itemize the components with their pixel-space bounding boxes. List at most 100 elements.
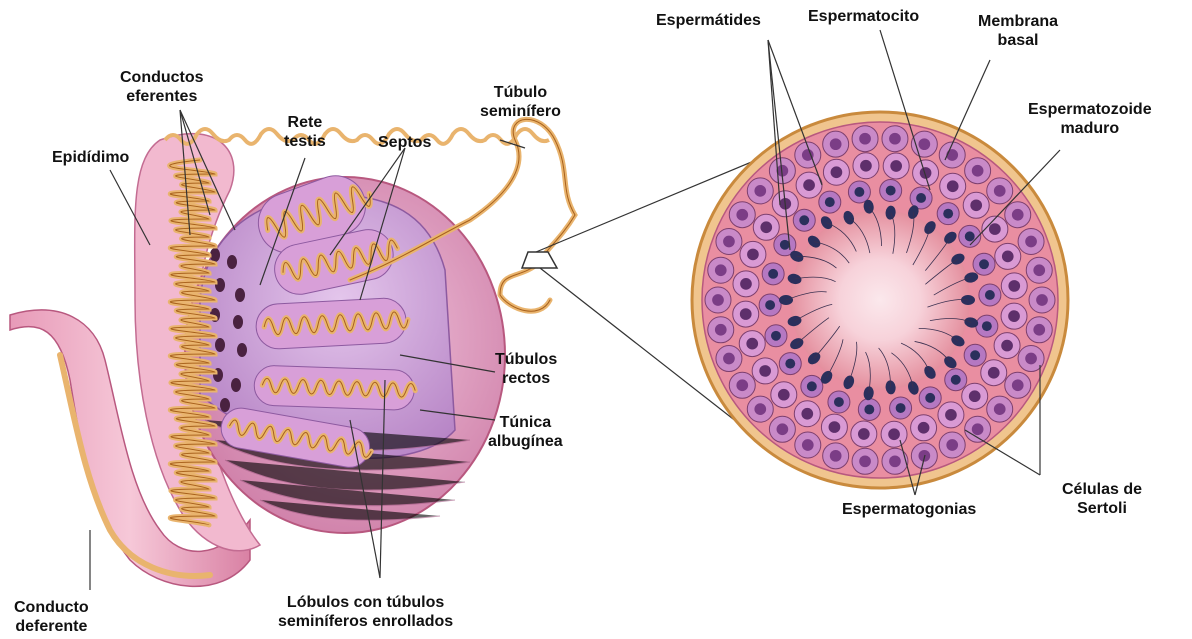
cell-nucleus: [831, 166, 843, 178]
cell-nucleus: [916, 193, 926, 203]
cell-nucleus: [723, 353, 735, 365]
rete-hole: [235, 288, 245, 302]
label-septos: Septos: [378, 133, 431, 152]
cell-nucleus: [859, 455, 871, 467]
cell-nucleus: [896, 403, 906, 413]
lobule: [254, 365, 416, 411]
cell-nucleus: [965, 231, 975, 241]
cell-nucleus: [1012, 209, 1024, 221]
cell-nucleus: [712, 294, 724, 306]
cell-nucleus: [829, 421, 841, 433]
cell-nucleus: [715, 324, 727, 336]
cell-nucleus: [778, 389, 790, 401]
cell-nucleus: [830, 450, 842, 462]
cell-nucleus: [947, 180, 959, 192]
cell-nucleus: [854, 187, 864, 197]
rete-hole: [231, 378, 241, 392]
cell-nucleus: [1008, 280, 1020, 292]
cell-nucleus: [736, 379, 748, 391]
cell-nucleus: [946, 149, 958, 161]
cell-nucleus: [972, 165, 984, 177]
efferent-coil: [165, 129, 549, 144]
cell-nucleus: [951, 375, 961, 385]
cell-nucleus: [946, 439, 958, 451]
cell-nucleus: [1033, 264, 1045, 276]
cell-nucleus: [1033, 324, 1045, 336]
cell-nucleus: [1025, 236, 1037, 248]
cell-nucleus: [830, 138, 842, 150]
cell-nucleus: [760, 221, 772, 233]
cell-nucleus: [802, 439, 814, 451]
cell-nucleus: [994, 185, 1006, 197]
cell-nucleus: [736, 209, 748, 221]
cell-nucleus: [799, 215, 809, 225]
cell-nucleus: [886, 186, 896, 196]
cell-nucleus: [1002, 251, 1014, 263]
cell-nucleus: [780, 240, 790, 250]
cell-nucleus: [807, 381, 817, 391]
cell-nucleus: [890, 160, 902, 172]
cell-nucleus: [825, 197, 835, 207]
label-espermatides: Espermátides: [656, 11, 761, 30]
cell-nucleus: [1012, 379, 1024, 391]
cell-nucleus: [918, 422, 930, 434]
cell-nucleus: [969, 390, 981, 402]
rete-hole: [220, 398, 230, 412]
rete-hole: [237, 343, 247, 357]
cell-nucleus: [754, 185, 766, 197]
cell-nucleus: [858, 428, 870, 440]
cell-nucleus: [803, 179, 815, 191]
cell-nucleus: [994, 403, 1006, 415]
cell-nucleus: [860, 160, 872, 172]
cell-nucleus: [982, 321, 992, 331]
cell-nucleus: [918, 138, 930, 150]
cell-nucleus: [889, 455, 901, 467]
cell-nucleus: [943, 209, 953, 219]
cell-nucleus: [1008, 310, 1020, 322]
cell-nucleus: [925, 393, 935, 403]
rete-hole: [227, 255, 237, 269]
rete-hole: [215, 338, 225, 352]
zoom-trapezoid: [522, 252, 557, 268]
label-membrana-basal: Membranabasal: [978, 12, 1058, 50]
cell-nucleus: [765, 300, 775, 310]
cell-nucleus: [740, 308, 752, 320]
cell-nucleus: [889, 133, 901, 145]
cell-nucleus: [747, 249, 759, 261]
cell-nucleus: [985, 290, 995, 300]
label-epididimo: Epidídimo: [52, 148, 129, 167]
cell-nucleus: [785, 359, 795, 369]
cell-nucleus: [834, 397, 844, 407]
cell-nucleus: [1001, 340, 1013, 352]
cell-nucleus: [945, 409, 957, 421]
lobule: [255, 297, 409, 350]
cell-nucleus: [972, 423, 984, 435]
cell-nucleus: [740, 278, 752, 290]
cell-nucleus: [970, 350, 980, 360]
tubule-cross-section: [692, 112, 1068, 488]
cell-nucleus: [859, 133, 871, 145]
cell-nucleus: [777, 423, 789, 435]
cell-nucleus: [715, 264, 727, 276]
cell-nucleus: [1025, 353, 1037, 365]
cell-nucleus: [723, 236, 735, 248]
cell-nucleus: [864, 405, 874, 415]
rete-hole: [233, 315, 243, 329]
label-espermatogonias: Espermatogonias: [842, 500, 976, 519]
cell-nucleus: [970, 199, 982, 211]
cell-nucleus: [754, 403, 766, 415]
cell-nucleus: [1036, 294, 1048, 306]
cell-nucleus: [768, 269, 778, 279]
cell-nucleus: [988, 367, 1000, 379]
cell-nucleus: [801, 408, 813, 420]
